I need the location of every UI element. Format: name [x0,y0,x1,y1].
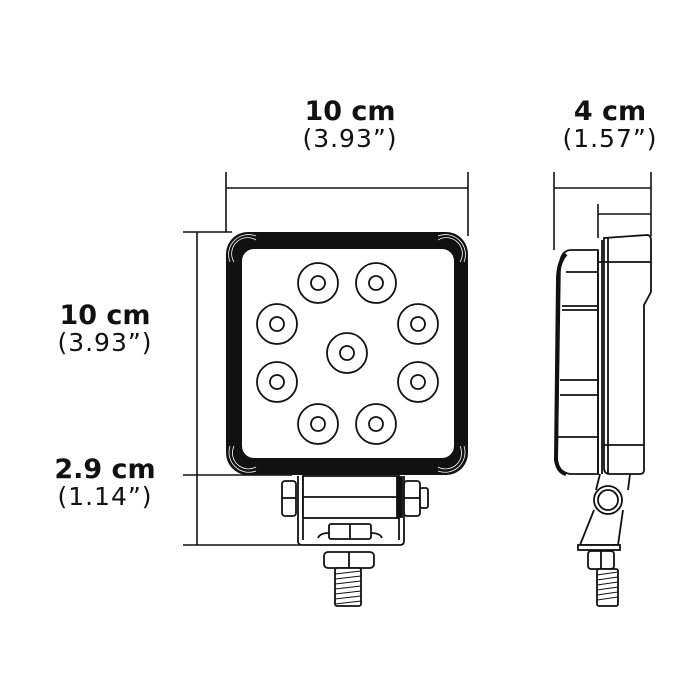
led-icon [256,303,298,345]
side-stud-threads [596,571,619,601]
bracket-height-imperial: (1.14”) [57,482,153,512]
led-icon [397,361,439,403]
height-dimension-label: 10 cm (3.93”) [30,300,180,358]
height-imperial: (3.93”) [57,328,153,358]
depth-metric: 4 cm [573,96,647,127]
stud-threads [334,570,362,605]
height-dimension-lines [183,231,300,546]
mounting-bracket [281,475,429,607]
width-metric: 10 cm [304,96,396,127]
depth-imperial: (1.57”) [562,124,658,154]
side-bracket [578,509,624,546]
led-icon [256,361,298,403]
depth-dimension-label: 4 cm (1.57”) [535,96,685,154]
front-view [226,232,468,607]
led-icon [326,332,368,374]
led-icon [297,403,339,445]
depth-dimension-lines [553,172,652,250]
width-dimension-lines [225,172,469,236]
led-array [256,262,439,445]
led-icon [297,262,339,304]
width-imperial: (3.93”) [302,124,398,154]
front-lens [556,249,599,475]
led-icon [355,262,397,304]
led-icon [355,403,397,445]
width-dimension-label: 10 cm (3.93”) [270,96,430,154]
bracket-height-dimension-label: 2.9 cm (1.14”) [25,454,185,512]
led-icon [397,303,439,345]
height-metric: 10 cm [59,300,151,331]
side-view [553,234,652,607]
rear-housing [603,234,652,475]
bracket-height-metric: 2.9 cm [54,454,156,485]
